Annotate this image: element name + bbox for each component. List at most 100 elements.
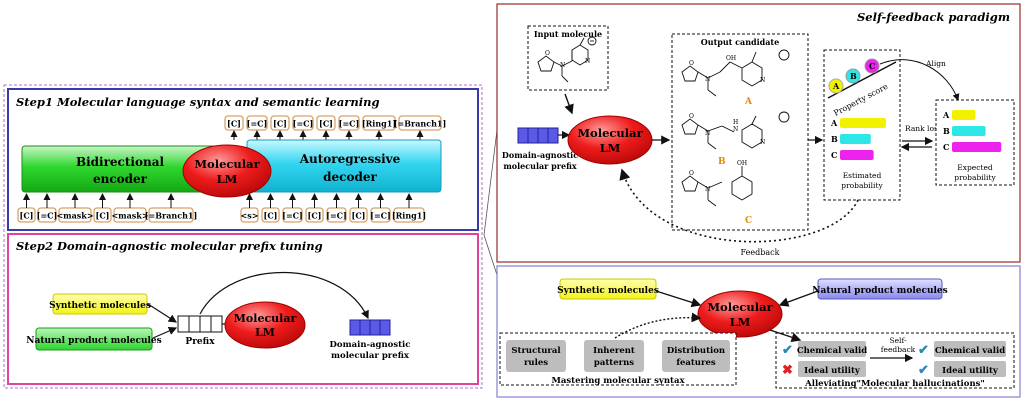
token: [=C] [37,207,58,223]
step2-natural-molecules [35,327,153,351]
svg-text:[=C]: [=C] [247,119,268,129]
svg-text:[C]: [C] [227,119,241,129]
step2-synthetic-label: Synthetic molecules [49,301,151,311]
token: [Ring1] [362,115,396,131]
self-feedback-title: Self-feedback paradigm [857,10,1010,24]
svg-text:<mask>: <mask> [111,211,148,221]
decoder-input-tokens: <s>[C][=C][C][=C][C][=C][Ring1] [240,193,426,223]
step2-lm-line1: Molecular [234,312,297,325]
svg-text:OH: OH [737,160,747,167]
mastering-arrow [614,312,702,339]
svg-text:rules: rules [524,358,548,368]
arrow-natural-to-prefix [152,327,178,339]
candidate-c-tag: C [745,216,752,226]
token: <s> [240,207,259,223]
mastering-label: Mastering molecular syntax [551,376,685,386]
input-molecule-structure [537,36,597,83]
output-candidate-label: Output candidate [701,37,779,47]
bottom-synthetic-molecules [559,278,657,300]
estimated-bars: ABC [830,118,886,160]
svg-text:[=C]: [=C] [370,211,391,221]
svg-text:N: N [733,126,738,133]
token: [=C] [370,207,391,223]
bar-letter: B [943,126,950,136]
chem-valid-right [934,341,1006,357]
structural-rules-box [506,340,566,372]
svg-text:H: H [733,119,738,126]
svg-text:[C]: [C] [352,211,366,221]
encoder-label-line1: Bidirectional [76,155,165,169]
input-molecule-label: Input molecule [534,29,602,39]
token: [=C] [326,207,347,223]
bottom-lm-line2: LM [730,315,751,329]
left-outer-frame [3,84,483,389]
self-feedback-line2: feedback [881,345,916,354]
token: [C] [93,207,112,223]
svg-text:[Ring1]: [Ring1] [362,119,396,129]
svg-text:[=Branch1]: [=Branch1] [394,119,447,129]
bar-letter: A [942,110,950,120]
token: <mask> [111,207,149,223]
token: [C] [270,115,290,131]
svg-text:Ideal utility: Ideal utility [942,366,999,376]
prob-bar-a [840,118,886,128]
svg-text:N: N [760,77,765,84]
encoder-label-line2: encoder [93,172,148,186]
chem-valid-left [798,341,866,357]
token: [=Branch1] [145,207,198,223]
feedback-lm-line1: Molecular [577,126,643,140]
step2-title: Step2 Domain-agnostic molecular prefix t… [16,239,323,253]
svg-text:[Ring1]: [Ring1] [392,211,426,221]
svg-text:<s>: <s> [241,211,259,221]
token: <mask> [56,207,94,223]
svg-text:N: N [705,130,710,137]
bar-letter: A [830,118,838,128]
feedback-label: Feedback [741,248,780,257]
bottom-natural-label: Natural product molecules [812,286,947,296]
feedback-molecular-lm [567,115,653,165]
svg-text:Distribution: Distribution [667,346,725,356]
svg-text:patterns: patterns [594,358,634,368]
bar-letter: B [831,134,838,144]
expected-bars: ABC [942,110,1002,152]
svg-text:OH: OH [726,55,736,62]
arrow-prefix-to-output [199,271,369,320]
step2-output-prefix-blocks [349,319,391,336]
arrow-input-to-lm [564,93,574,115]
cross-icon: ✖ [782,363,793,378]
ideal-utility-left [798,361,866,377]
bar-letter: C [831,150,837,160]
svg-text:[=C]: [=C] [339,119,360,129]
svg-text:O: O [689,113,694,120]
token: [C] [305,207,324,223]
expected-line2: probability [954,173,996,182]
candidate-b-tag: B [718,157,726,167]
svg-text:Chemical valid: Chemical valid [935,346,1005,356]
token: [=C] [338,115,360,131]
bottom-synthetic-label: Synthetic molecules [557,286,659,296]
svg-text:[=Branch1]: [=Branch1] [145,211,198,221]
prob-bar-a [952,110,976,120]
feedback-prefix-line2: molecular prefix [503,161,577,171]
svg-text:O: O [689,60,694,67]
arrow-synthetic-to-prefix [147,303,178,323]
svg-text:Chemical valid: Chemical valid [797,346,867,356]
svg-text:N: N [760,139,765,146]
svg-text:[=C]: [=C] [37,211,58,221]
step2-lm-line2: LM [255,326,275,339]
distribution-features-box [662,340,730,372]
prob-bar-b [840,134,871,144]
svg-text:O: O [689,170,694,177]
check-icon-1: ✔ [782,343,793,358]
svg-text:[C]: [C] [20,211,34,221]
bottom-lm-line1: Molecular [707,300,773,314]
candidate-a-tag: A [744,97,753,107]
align-label: Align [925,59,946,68]
decoder-label-line2: decoder [323,170,377,184]
arrow-synth-to-lm [655,290,702,308]
alleviating-label: Alleviating"Molecular hallucinations" [804,379,985,389]
decoder-output-tokens: [C][=C][C][=C][C][=C][Ring1][=Branch1] [224,115,447,140]
feedback-prefix-blocks [517,127,559,144]
input-molecule-box [527,25,609,91]
svg-text:[=C]: [=C] [282,211,303,221]
